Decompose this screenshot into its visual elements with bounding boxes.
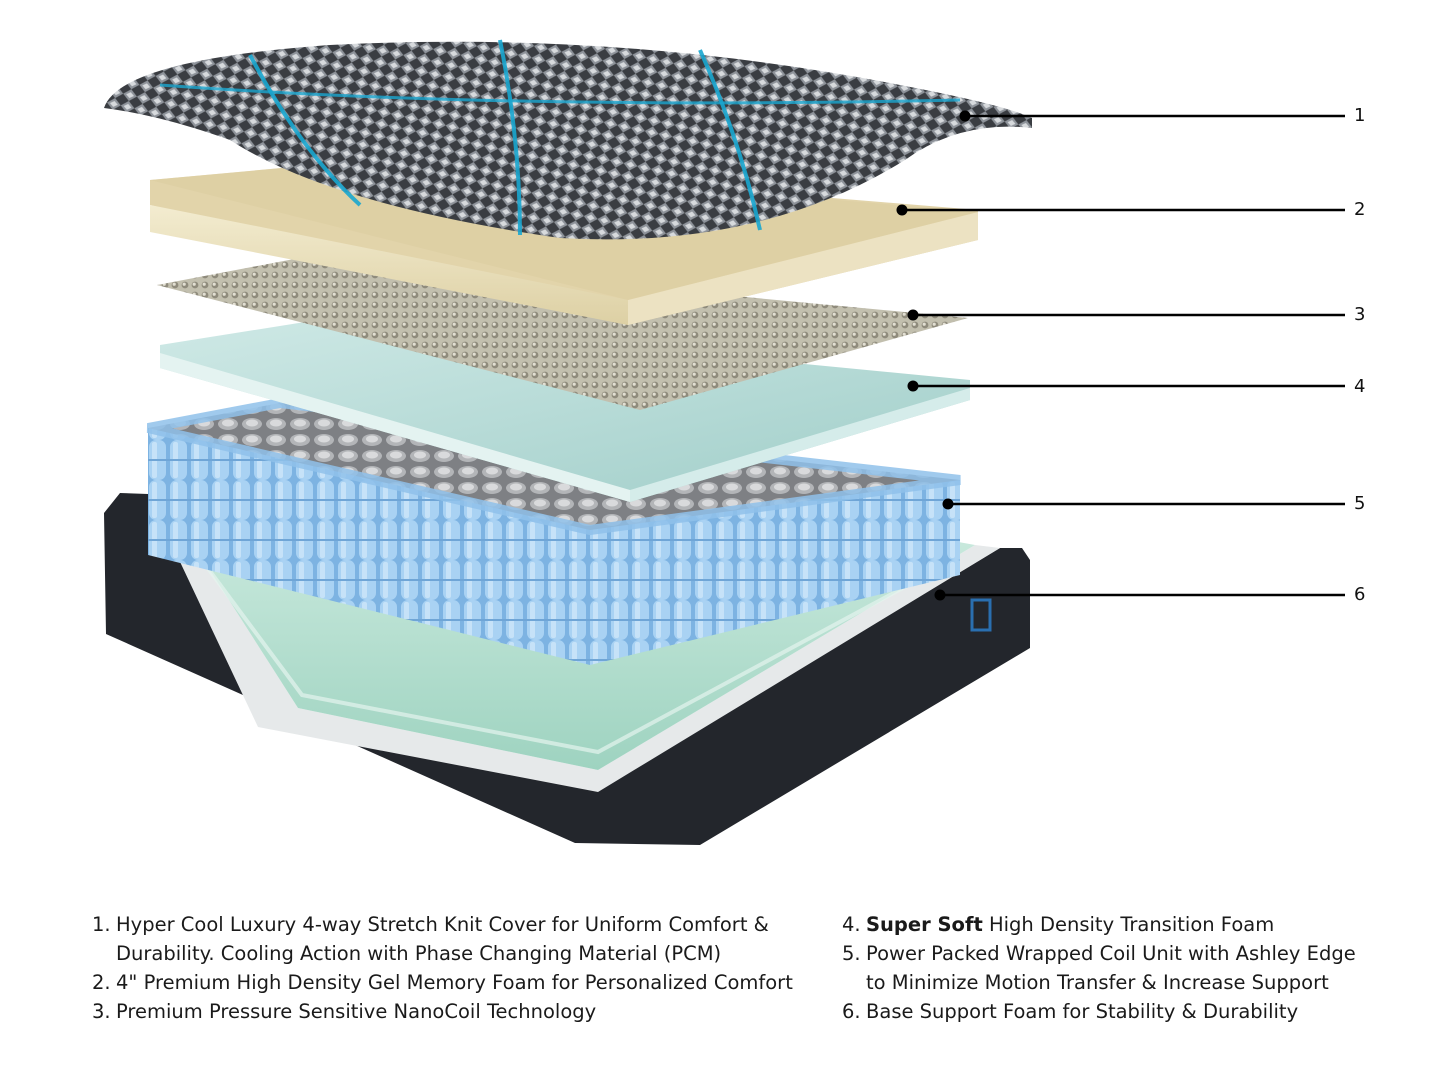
leader-dot-1 — [959, 110, 971, 122]
legend-number: 6. — [842, 1000, 861, 1023]
legend-number: 2. — [92, 971, 111, 994]
leader-dot-2 — [896, 204, 908, 216]
leader-dot-5 — [942, 498, 954, 510]
legend-bold-text: Super Soft — [866, 913, 983, 936]
nanocoil-layer — [157, 256, 968, 410]
legend-right: 4. Super Soft High Density Transition Fo… — [842, 910, 1372, 1026]
legend-text: 4" Premium High Density Gel Memory Foam … — [116, 971, 793, 994]
legend-item-4: 4. Super Soft High Density Transition Fo… — [842, 910, 1372, 939]
wrapped-coil-unit — [146, 397, 961, 665]
legend-item-3: 3. Premium Pressure Sensitive NanoCoil T… — [92, 997, 802, 1026]
legend-text: Super Soft High Density Transition Foam — [866, 910, 1372, 939]
callout-number-2: 2 — [1354, 199, 1366, 220]
legend-item-2: 2. 4" Premium High Density Gel Memory Fo… — [92, 968, 802, 997]
legend-item-1: 1. Hyper Cool Luxury 4-way Stretch Knit … — [92, 910, 802, 968]
knit-cover — [104, 39, 1032, 240]
callout-number-5: 5 — [1354, 493, 1366, 514]
legend-item-5: 5. Power Packed Wrapped Coil Unit with A… — [842, 939, 1372, 997]
legend-rest-text: High Density Transition Foam — [982, 913, 1275, 936]
leader-dot-6 — [934, 589, 946, 601]
legend-number: 3. — [92, 1000, 111, 1023]
legend-item-6: 6. Base Support Foam for Stability & Dur… — [842, 997, 1372, 1026]
callout-number-1: 1 — [1354, 105, 1366, 126]
legend-number: 1. — [92, 913, 111, 936]
callout-number-6: 6 — [1354, 584, 1366, 605]
legend-text: Power Packed Wrapped Coil Unit with Ashl… — [866, 942, 1356, 994]
legend-text: Premium Pressure Sensitive NanoCoil Tech… — [116, 1000, 597, 1023]
legend-text: Base Support Foam for Stability & Durabi… — [866, 1000, 1299, 1023]
legend-left: 1. Hyper Cool Luxury 4-way Stretch Knit … — [92, 910, 802, 1026]
mattress-layers-diagram — [104, 39, 1345, 845]
leader-dot-3 — [907, 309, 919, 321]
callout-number-3: 3 — [1354, 304, 1366, 325]
legend-text: Hyper Cool Luxury 4-way Stretch Knit Cov… — [116, 913, 769, 965]
legend-number: 4. — [842, 913, 861, 936]
callout-number-4: 4 — [1354, 376, 1366, 397]
legend-number: 5. — [842, 942, 861, 965]
leader-dot-4 — [907, 380, 919, 392]
leader-lines — [896, 110, 1345, 601]
